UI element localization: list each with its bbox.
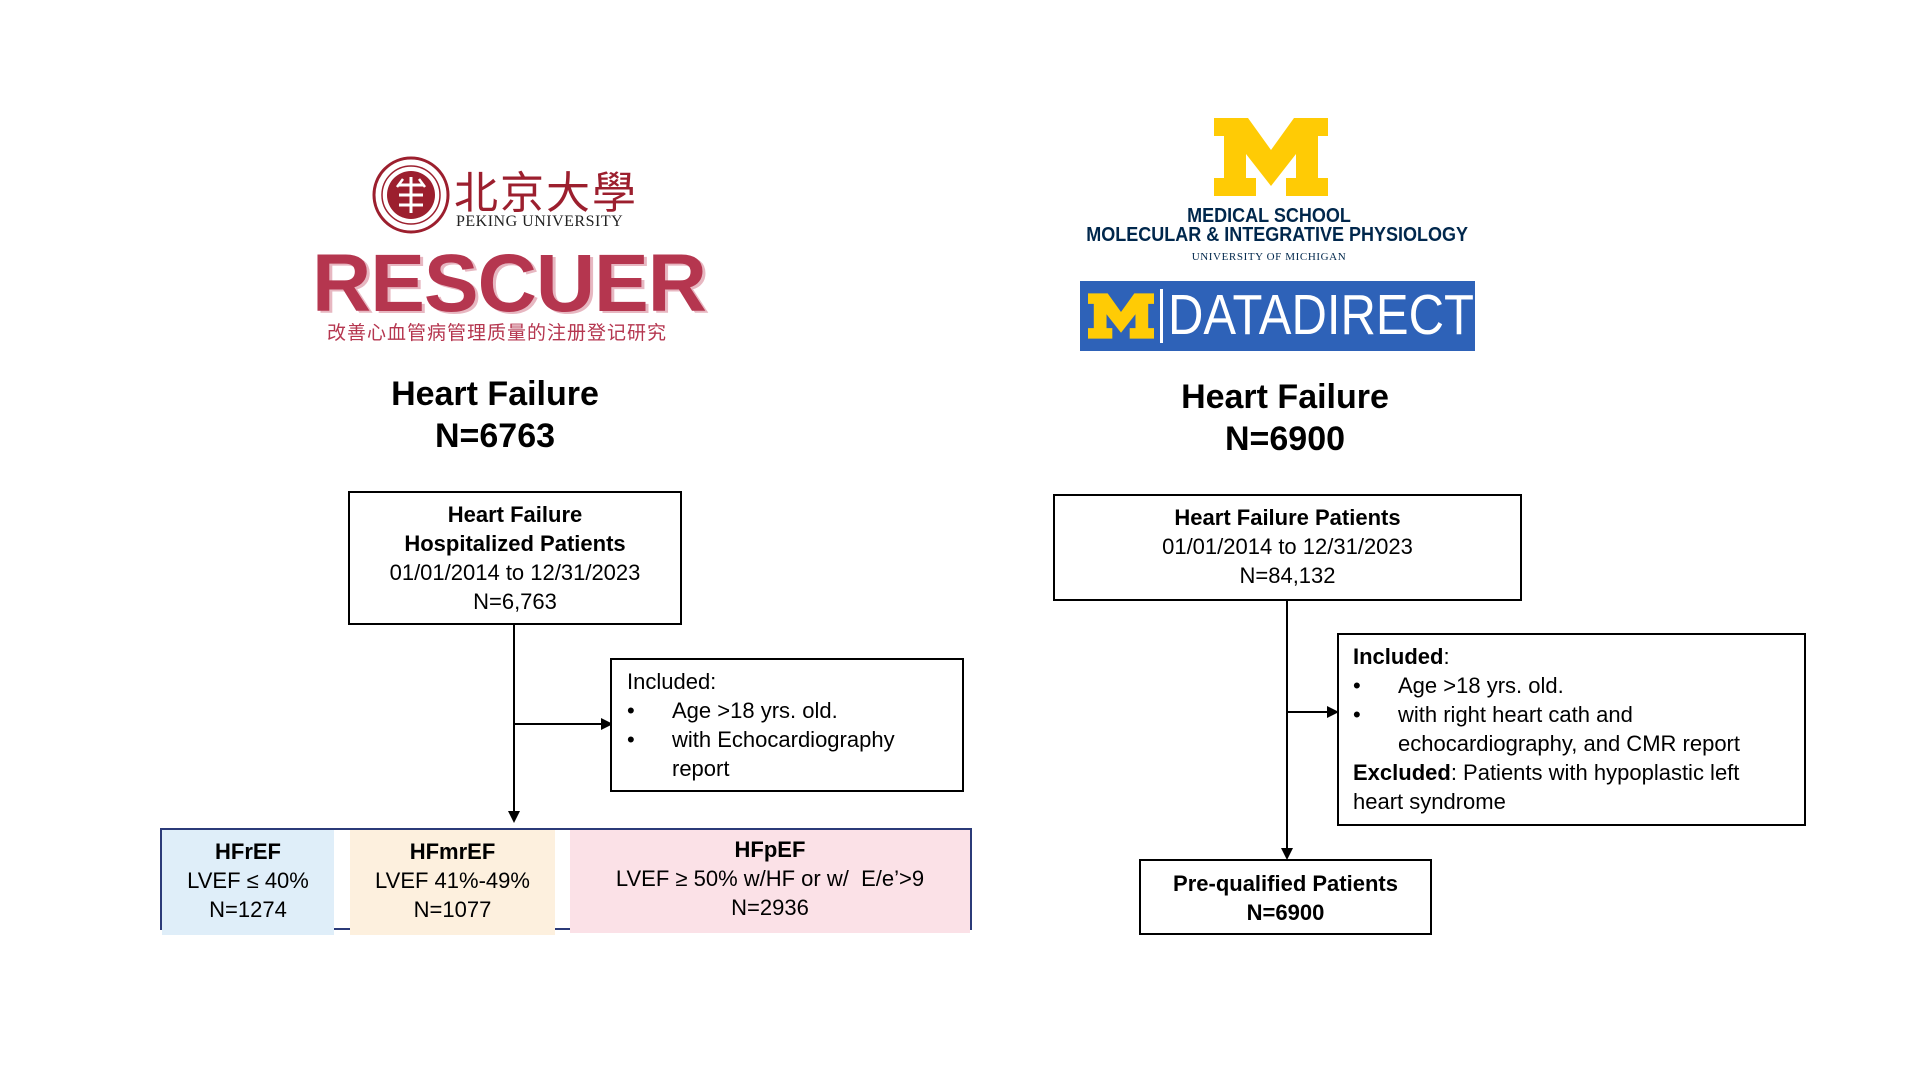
right-included-item: Age >18 yrs. old.: [1353, 671, 1792, 700]
group-name: HFpEF: [734, 837, 806, 862]
left-header: Heart Failure N=6763: [335, 373, 655, 457]
group-count: N=1274: [209, 897, 287, 922]
right-header-count: N=6900: [1224, 420, 1346, 458]
right-criteria-box: Included: Age >18 yrs. old. with right h…: [1337, 633, 1806, 826]
um-department: MOLECULAR & INTEGRATIVE PHYSIOLOGY: [1086, 224, 1468, 246]
rescuer-logo-text: RESCUER: [312, 238, 707, 329]
datadirect-separator: [1160, 289, 1163, 343]
left-criteria-list: Age >18 yrs. old. with Echocardiography …: [627, 696, 952, 783]
left-groups-row: HFrEF LVEF ≤ 40% N=1274 HFmrEF LVEF 41%-…: [160, 828, 972, 935]
left-top-box: Heart Failure Hospitalized Patients 01/0…: [348, 491, 682, 625]
group-name: HFrEF: [215, 839, 281, 864]
right-top-count: N=84,132: [1239, 563, 1336, 588]
group-hfref: HFrEF LVEF ≤ 40% N=1274: [162, 830, 334, 935]
group-criterion: LVEF 41%-49%: [375, 868, 530, 893]
right-excluded-text: : Patients with hypoplastic left heart s…: [1353, 760, 1740, 814]
group-criterion: LVEF ≥ 50% w/HF or w/ E/e’>9: [615, 866, 925, 891]
datadirect-block-m-icon: [1088, 293, 1154, 339]
left-header-count: N=6763: [434, 417, 556, 455]
left-top-count: N=6,763: [473, 589, 557, 614]
um-university: UNIVERSITY OF MICHIGAN: [1191, 251, 1347, 263]
right-right-arrowhead-icon: [1327, 706, 1339, 718]
right-included-item: with right heart cath and echocardiograp…: [1353, 700, 1792, 758]
group-hfmref: HFmrEF LVEF 41%-49% N=1077: [350, 830, 555, 935]
right-top-box: Heart Failure Patients 01/01/2014 to 12/…: [1053, 494, 1522, 601]
right-included-label: Included: [1353, 644, 1444, 669]
left-vertical-connector: [513, 625, 515, 813]
left-header-title: Heart Failure: [391, 375, 599, 413]
right-bottom-count: N=6900: [1246, 900, 1325, 925]
left-criteria-item: Age >18 yrs. old.: [627, 696, 952, 725]
right-bottom-line1: Pre-qualified Patients: [1173, 871, 1398, 896]
left-criteria-box: Included: Age >18 yrs. old. with Echocar…: [610, 658, 964, 792]
left-criteria-title: Included:: [627, 669, 717, 694]
block-m-icon: [1214, 118, 1328, 196]
right-included-list: Age >18 yrs. old. with right heart cath …: [1353, 671, 1792, 758]
right-branch-connector: [1287, 711, 1331, 713]
left-top-line2: Hospitalized Patients: [404, 531, 626, 556]
group-name: HFmrEF: [409, 839, 496, 864]
left-top-line1: Heart Failure: [447, 502, 583, 527]
right-down-arrowhead-icon: [1281, 848, 1293, 860]
left-right-arrowhead-icon: [601, 718, 613, 730]
right-vertical-connector: [1286, 601, 1288, 853]
left-down-arrowhead-icon: [508, 811, 520, 823]
datadirect-text: DATADIRECT: [1168, 283, 1474, 347]
right-header-title: Heart Failure: [1181, 378, 1389, 416]
pku-english-name: PEKING UNIVERSITY: [456, 213, 624, 230]
right-excluded: Excluded: Patients with hypoplastic left…: [1353, 758, 1792, 816]
group-count: N=2936: [731, 895, 809, 920]
pku-seal-icon: [372, 156, 450, 234]
left-criteria-item: with Echocardiography report: [627, 725, 952, 783]
rescuer-subtitle: 改善心血管病管理质量的注册登记研究: [326, 323, 667, 344]
um-medical-school: MEDICAL SCHOOL: [1187, 205, 1351, 227]
group-criterion: LVEF ≤ 40%: [187, 868, 309, 893]
right-top-line1: Heart Failure Patients: [1174, 505, 1401, 530]
group-hfpef: HFpEF LVEF ≥ 50% w/HF or w/ E/e’>9 N=293…: [570, 830, 970, 933]
left-top-dates: 01/01/2014 to 12/31/2023: [389, 560, 641, 585]
group-count: N=1077: [413, 897, 492, 922]
right-top-dates: 01/01/2014 to 12/31/2023: [1162, 534, 1413, 559]
right-bottom-box: Pre-qualified Patients N=6900: [1139, 859, 1432, 935]
right-header: Heart Failure N=6900: [1125, 376, 1445, 460]
right-excluded-label: Excluded: [1353, 760, 1451, 785]
pku-chinese-name: 北京大學: [454, 168, 638, 219]
left-branch-connector: [514, 723, 605, 725]
